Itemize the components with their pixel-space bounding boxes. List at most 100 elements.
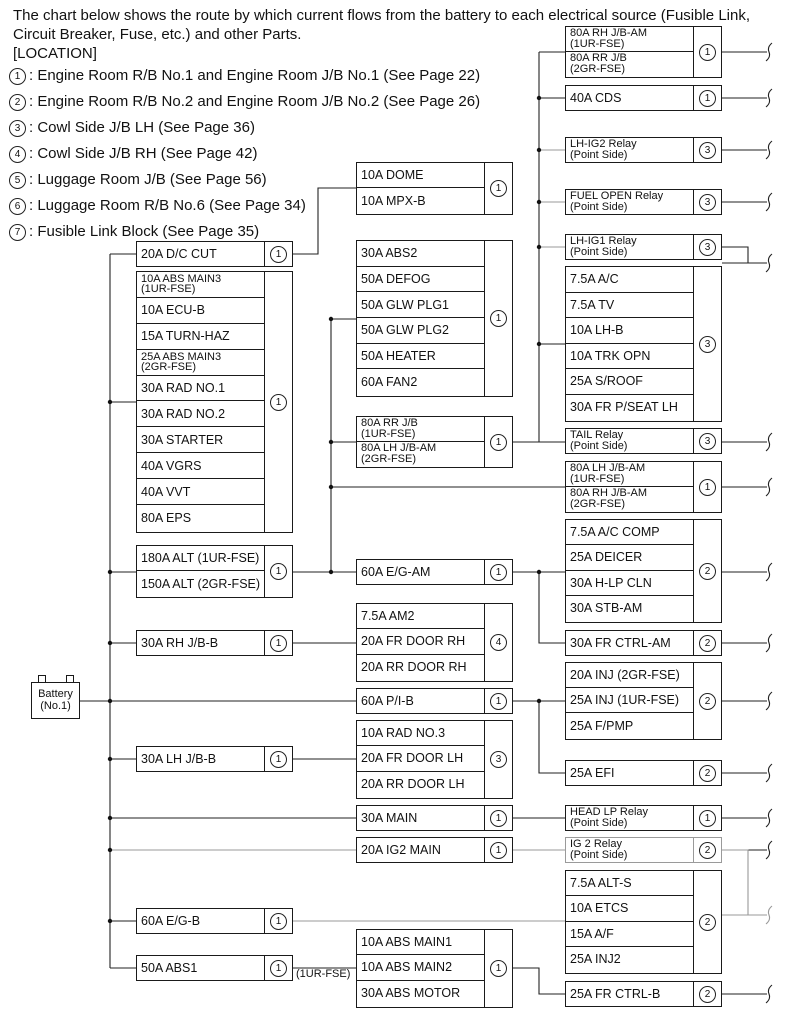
location-number-badge: 2: [699, 562, 716, 580]
junction-dot: [536, 199, 542, 205]
fuse-label: 10A ABS MAIN2: [357, 955, 484, 981]
fuse-label: 10A MPX-B: [361, 193, 426, 208]
wire-continuation: [722, 691, 773, 711]
location-number-badge: 2: [699, 764, 716, 782]
location-number-badge: 3: [699, 335, 716, 353]
fuse-label: 25A ABS MAIN3 (2GR-FSE): [137, 350, 264, 376]
fuse-box-ig2-relay: IG 2 Relay (Point Side) 2: [565, 837, 722, 863]
fuse-label: 80A LH J/B-AM (1UR-FSE): [566, 462, 693, 487]
location-number-badge: 3: [699, 238, 716, 256]
location-number-cell: 1: [484, 417, 512, 467]
fuse-label: 80A RH J/B-AM (1UR-FSE): [566, 27, 693, 52]
fuse-label: 20A IG2 MAIN: [361, 842, 441, 857]
fuse-box-pi-b: 60A P/I-B 1: [356, 688, 513, 714]
location-item-2: 2: Engine Room R/B No.2 and Engine Room …: [9, 92, 480, 111]
location-number-badge: 1: [270, 634, 287, 652]
fuse-label: FUEL OPEN Relay (Point Side): [570, 190, 664, 213]
location-item-4: 4: Cowl Side J/B RH (See Page 42): [9, 144, 257, 163]
fuse-label: 10A DOME: [357, 163, 484, 188]
fuse-box-rr-jb: 80A RR J/B (1UR-FSE)80A LH J/B-AM (2GR-F…: [356, 416, 513, 468]
fuse-label: 10A ABS MAIN3 (1UR-FSE): [137, 272, 264, 298]
location-number-cell: 3: [484, 721, 512, 798]
fuse-label: 50A HEATER: [357, 344, 484, 370]
location-description: : Fusible Link Block (See Page 35): [29, 223, 260, 240]
fuse-label: 7.5A A/C COMP: [566, 520, 693, 546]
fuse-label: 150A ALT (2GR-FSE): [141, 576, 261, 591]
fuse-label: 180A ALT (1UR-FSE): [137, 546, 264, 571]
fuse-label: 20A FR DOOR RH: [357, 629, 484, 655]
fuse-label: 10A ECU-B: [137, 298, 264, 324]
fuse-label: 40A VGRS: [137, 453, 264, 480]
location-number-badge: 1: [490, 310, 507, 327]
wire-continuation: [722, 88, 773, 108]
location-number-badge: 3: [490, 751, 507, 768]
junction-dot: [536, 569, 542, 575]
location-number-badge: 1: [490, 809, 507, 827]
location-number-badge: 1: [699, 809, 716, 827]
location-number-badge: 3: [699, 432, 716, 450]
fuse-label: IG 2 Relay (Point Side): [570, 838, 628, 861]
location-number-badge: 1: [270, 912, 287, 930]
location-description: : Engine Room R/B No.2 and Engine Room J…: [29, 93, 481, 110]
fuse-label: 40A VVT: [137, 479, 264, 506]
location-item-5: 5: Luggage Room J/B (See Page 56): [9, 170, 267, 189]
location-number-cell: 2: [693, 838, 721, 862]
location-number-badge: 5: [9, 172, 26, 189]
location-number-cell: 2: [693, 982, 721, 1006]
location-number-cell: 1: [484, 560, 512, 584]
fuse-label: 20A D/C CUT: [141, 246, 217, 261]
note-1ur-fse: (1UR-FSE): [296, 968, 351, 980]
fuse-label: 7.5A A/C: [566, 267, 693, 293]
fuse-label: 20A RR DOOR RH: [361, 660, 467, 675]
fuse-label: 60A P/I-B: [361, 693, 414, 708]
intro-paragraph: The chart below shows the route by which…: [13, 7, 750, 43]
fuse-label: 25A S/ROOF: [566, 369, 693, 395]
location-number-cell: 3: [693, 190, 721, 214]
location-number-cell: 2: [693, 871, 721, 973]
fuse-label: 30A FR P/SEAT LH: [570, 400, 678, 415]
location-number-badge: 4: [490, 634, 507, 651]
wire: [722, 849, 749, 915]
location-number-badge: 1: [270, 959, 287, 977]
fuse-label: 30A ABS MOTOR: [361, 986, 461, 1001]
junction-dot: [536, 147, 542, 153]
intro-text: The chart below shows the route by which…: [13, 6, 773, 63]
fuse-label: 80A RR J/B (1UR-FSE): [357, 417, 484, 442]
fuse-label: 80A EPS: [141, 511, 192, 526]
location-number-badge: 4: [9, 146, 26, 163]
location-number-badge: 1: [270, 750, 287, 768]
location-number-cell: 1: [264, 631, 292, 655]
location-description: : Luggage Room J/B (See Page 56): [29, 171, 267, 188]
fuse-label: 7.5A ALT-S: [566, 871, 693, 897]
fuse-label: 30A MAIN: [361, 810, 418, 825]
fuse-box-lh-jb-am: 80A LH J/B-AM (1UR-FSE)80A RH J/B-AM (2G…: [565, 461, 722, 513]
location-number-badge: 2: [699, 913, 716, 931]
fuse-label: 10A TRK OPN: [566, 344, 693, 369]
wire-continuation: [722, 905, 773, 925]
fuse-box-tail: TAIL Relay (Point Side)3: [565, 428, 722, 454]
location-number-badge: 2: [699, 841, 716, 859]
wire-continuation: [722, 562, 773, 582]
location-number-badge: 1: [490, 692, 507, 710]
fuse-label: 80A RR J/B (2GR-FSE): [570, 52, 627, 75]
fuse-label: 50A GLW PLG2: [357, 318, 484, 344]
fuse-label: 15A TURN-HAZ: [137, 324, 264, 350]
location-number-cell: 1: [693, 806, 721, 830]
wire: [722, 246, 749, 263]
location-number-cell: 1: [484, 241, 512, 396]
location-description: : Cowl Side J/B LH (See Page 36): [29, 119, 255, 136]
battery-terminal-positive: [66, 675, 74, 682]
location-number-cell: 1: [264, 747, 292, 771]
fuse-label: HEAD LP Relay (Point Side): [570, 806, 649, 829]
